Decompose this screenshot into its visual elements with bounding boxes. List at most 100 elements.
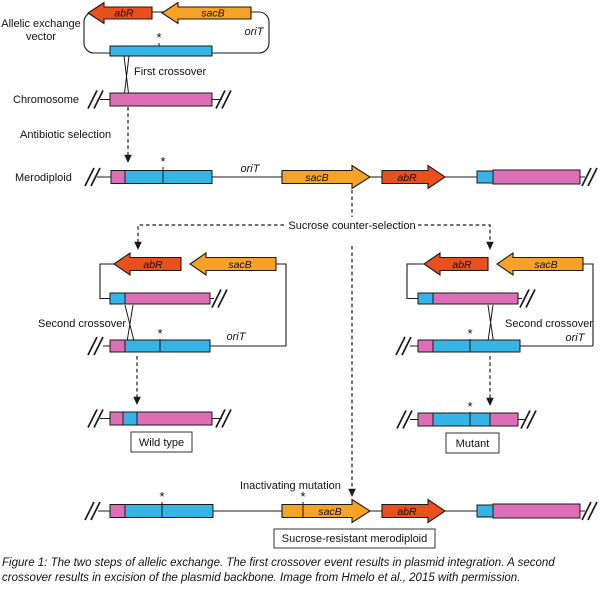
sacb-label: sacB: [305, 172, 328, 184]
antibiotic-selection-label: Antibiotic selection: [20, 129, 111, 141]
sucrose-counter-selection-label: Sucrose counter-selection: [288, 220, 415, 232]
abr-gene-arrow: [423, 251, 489, 277]
sacb-label: sacB: [534, 259, 557, 271]
mutant-box: [445, 432, 500, 454]
arrowhead: [133, 396, 141, 405]
chromosome-label: Chromosome: [13, 94, 79, 106]
abr-gene-arrow: [86, 1, 153, 25]
break-mark: [215, 90, 232, 109]
sacb-gene-arrow: [496, 251, 584, 277]
allele-segment: [476, 504, 494, 518]
allele-segment: [476, 170, 494, 184]
excised-plasmid-loop: [583, 263, 594, 346]
first-crossover-junction: [123, 55, 130, 94]
break-mark: [87, 336, 104, 356]
vector-label-line1: Allelic exchange: [1, 18, 81, 30]
arrowhead: [348, 488, 356, 497]
chromosome-bar: [492, 503, 581, 519]
chromosome-bar: [492, 169, 581, 185]
allele-bar: [124, 339, 211, 353]
arrowhead: [486, 397, 494, 406]
wild-type-label: Wild type: [139, 437, 184, 449]
chromosome-row: [87, 90, 232, 109]
break-mark: [215, 409, 232, 428]
excised-plasmid-loop: [99, 263, 114, 300]
chromosome-bar: [432, 292, 519, 305]
break-mark: [581, 167, 598, 187]
mutation-asterisk: *: [467, 399, 472, 414]
break-mark: [520, 410, 537, 429]
wild-type-box: [130, 431, 193, 453]
chromosome-bar: [136, 411, 213, 426]
sucrose-counter-selection: Sucrose counter-selection: [134, 190, 494, 497]
break-mark: [396, 410, 413, 429]
chromosome-segment: [110, 170, 126, 184]
break-mark: [519, 289, 536, 308]
orit-label: oriT: [245, 26, 265, 38]
mutation-asterisk: *: [156, 30, 161, 45]
merodiploid-label: Merodiploid: [15, 172, 72, 184]
break-mark: [395, 336, 412, 356]
second-crossover-label-left: Second crossover: [38, 318, 126, 330]
allele-bar: [124, 170, 213, 184]
break-mark: [87, 409, 104, 428]
abr-gene-arrow: [381, 164, 446, 190]
chromosome-segment: [489, 412, 519, 427]
allele-bar: [124, 504, 214, 518]
sacb-gene-arrow: [281, 498, 372, 524]
excised-plasmid-loop: [276, 263, 287, 346]
left-branch: abR sacB * oriT Wild type: [87, 251, 287, 453]
sucrose-resistant-merodiploid-label: Sucrose-resistant merodiploid: [282, 533, 428, 545]
allele-segment: [122, 411, 138, 426]
arrowhead: [486, 241, 494, 250]
abr-label: abR: [397, 172, 417, 184]
mutation-asterisk: *: [160, 154, 165, 169]
abr-label: abR: [143, 259, 163, 271]
orit-label: oriT: [566, 332, 586, 344]
sucrose-resistant-merodiploid-box: [273, 528, 436, 549]
allele-segment: [417, 292, 434, 305]
mutation-asterisk: *: [159, 489, 164, 504]
second-crossover-label-right: Second crossover: [505, 318, 593, 330]
allele-homology-bar: [109, 45, 213, 57]
break-mark: [581, 501, 598, 521]
chromosome-bar: [109, 92, 213, 107]
arrowhead: [134, 241, 142, 250]
chromosome-segment: [417, 412, 434, 427]
allele-bar: [432, 339, 521, 353]
sacb-gene-arrow: [281, 164, 372, 190]
sucrose-resistant-merodiploid-row: Inactivating mutation * * sacB abR Sucro…: [84, 480, 598, 549]
break-mark: [87, 90, 104, 109]
chromosome-segment: [417, 339, 434, 353]
sacb-gene-arrow: [189, 251, 277, 277]
excised-plasmid-loop: [406, 263, 424, 300]
chromosome-bar: [124, 292, 211, 305]
abr-gene-arrow: [113, 251, 182, 277]
orit-label: oriT: [227, 331, 247, 343]
chromosome-segment: [109, 411, 124, 426]
abr-label: abR: [114, 8, 134, 20]
second-crossover-junction: [124, 304, 136, 346]
mutation-asterisk: *: [157, 326, 162, 341]
break-mark: [84, 167, 101, 187]
allelic-exchange-diagram: abR sacB oriT * Allelic exchange vector …: [1, 1, 598, 549]
allelic-exchange-vector: abR sacB oriT *: [83, 1, 270, 57]
inactivating-mutation-label: Inactivating mutation: [240, 480, 341, 492]
abr-label: abR: [397, 506, 417, 518]
sacb-label: sacB: [228, 259, 251, 271]
mutation-asterisk: *: [467, 326, 472, 341]
allele-segment: [109, 292, 126, 305]
right-branch: abR sacB * oriT * Mutant: [395, 251, 594, 454]
chromosome-segment: [109, 504, 126, 518]
merodiploid-row: * oriT sacB abR: [84, 154, 598, 190]
sacb-gene-arrow: [160, 1, 252, 25]
abr-gene-arrow: [381, 498, 446, 524]
sacb-label: sacB: [201, 8, 224, 20]
mutant-label: Mutant: [456, 438, 490, 450]
break-mark: [84, 501, 101, 521]
chromosome-segment: [109, 339, 126, 353]
sacb-label: sacB: [318, 506, 341, 518]
first-crossover-label: First crossover: [134, 66, 206, 78]
mutation-asterisk: *: [300, 489, 305, 504]
break-mark: [211, 289, 228, 308]
